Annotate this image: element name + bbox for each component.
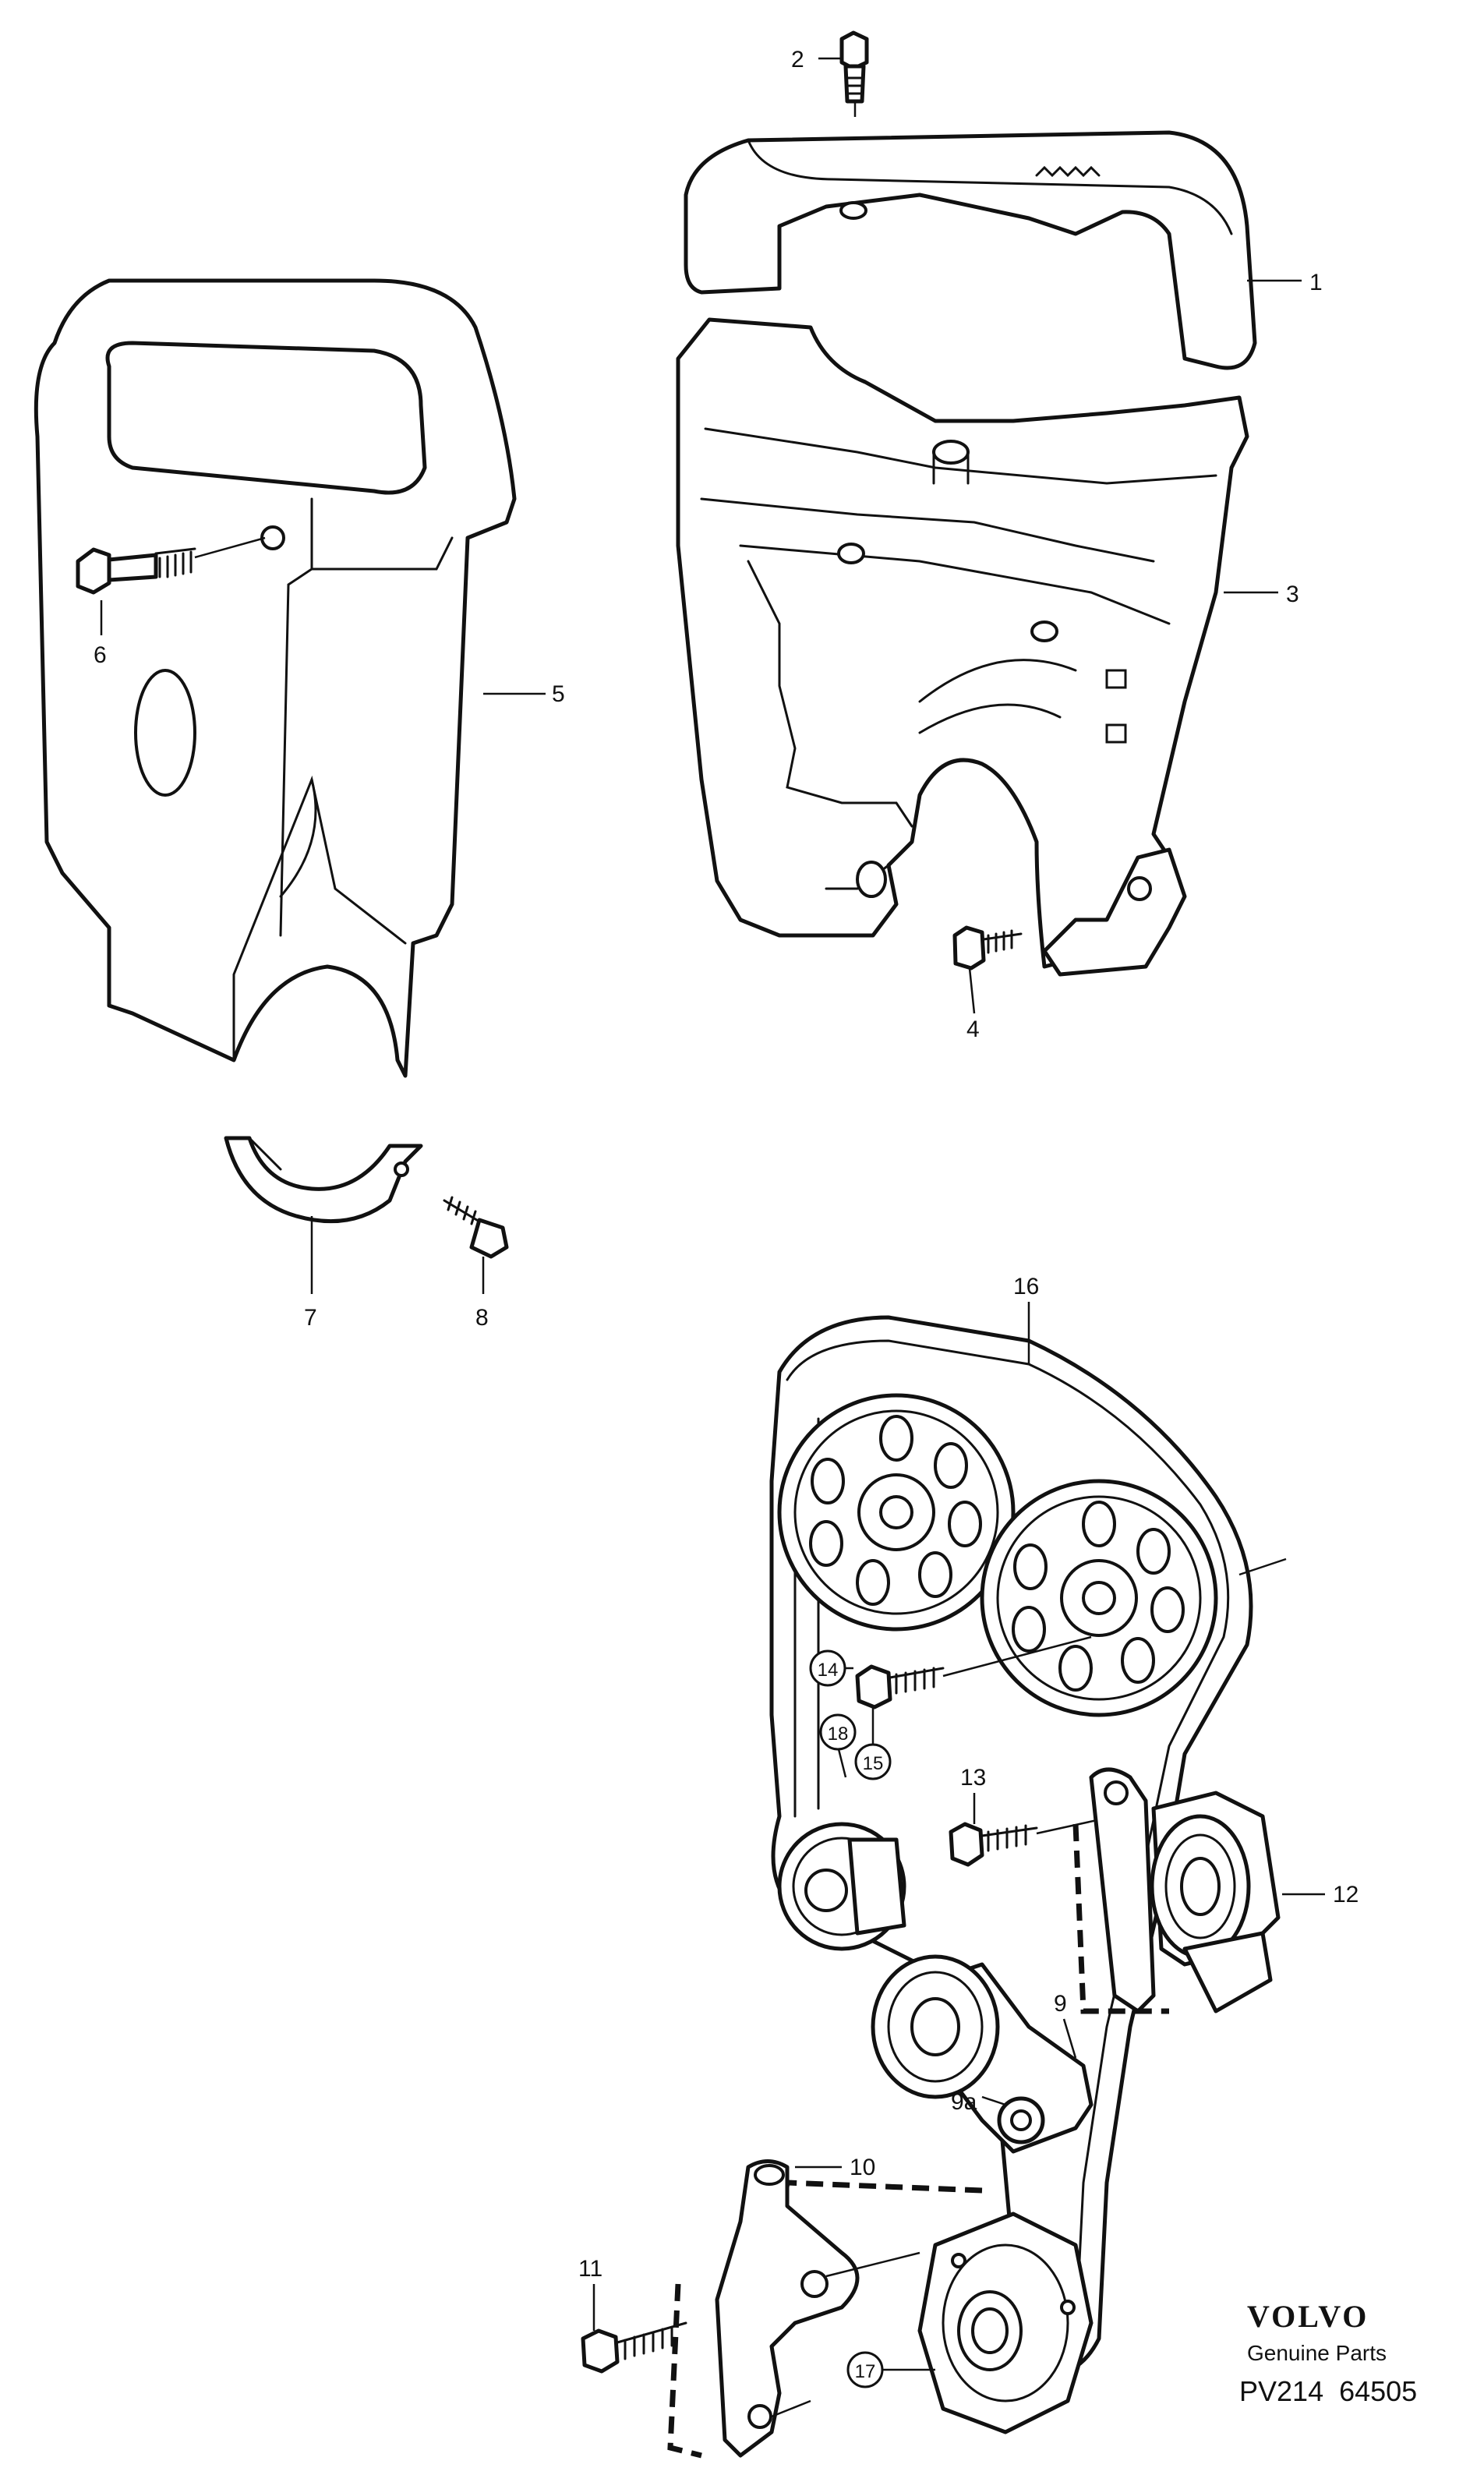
bolt-15 <box>855 1635 1092 1709</box>
bolt-8 <box>443 1196 509 1259</box>
callout-13: 13 <box>960 1765 986 1791</box>
crankshaft-sprocket-17 <box>917 2212 1094 2434</box>
callout-10: 10 <box>850 2155 875 2180</box>
callout-3: 3 <box>1286 582 1299 607</box>
bolt-6 <box>76 536 266 595</box>
tensioner-arm-10 <box>715 2159 920 2458</box>
leader-lines <box>100 57 1325 2371</box>
upper-cover <box>684 130 1257 370</box>
lower-cover-segment <box>224 1136 423 1224</box>
callout-2: 2 <box>791 47 804 72</box>
tensioner-pulley-9 <box>871 1954 1094 2154</box>
callout-labels: 1 2 3 4 5 6 7 8 16 12 13 9 9a 10 11 14 1… <box>94 47 1359 2388</box>
callout-9a: 9a <box>951 2089 977 2115</box>
callout-11: 11 <box>578 2256 602 2282</box>
callout-8: 8 <box>475 1305 489 1331</box>
callout-15: 15 <box>863 1753 884 1774</box>
callout-12: 12 <box>1333 1882 1359 1907</box>
idler-pulley-12 <box>1150 1791 1281 2014</box>
brand-block: VOLVO Genuine Parts PV214 64505 <box>1239 2299 1417 2407</box>
bolt-2 <box>839 30 869 117</box>
bolt-11 <box>581 2321 687 2374</box>
callout-16: 16 <box>1013 1274 1039 1299</box>
inner-timing-cover <box>676 317 1249 977</box>
callout-1: 1 <box>1309 270 1323 295</box>
callout-5: 5 <box>552 681 565 707</box>
callout-14: 14 <box>818 1660 839 1681</box>
illustration-code: PV214 64505 <box>1239 2375 1417 2407</box>
bolt-4 <box>952 925 1023 1014</box>
volvo-logo-text: VOLVO <box>1247 2299 1369 2334</box>
genuine-parts-label: Genuine Parts <box>1247 2341 1387 2365</box>
callout-6: 6 <box>94 642 107 668</box>
callout-4: 4 <box>966 1016 980 1042</box>
callout-17: 17 <box>855 2361 876 2382</box>
callout-7: 7 <box>304 1305 317 1331</box>
camshaft-sprocket-left <box>777 1393 1016 1632</box>
bolt-13 <box>949 1815 1115 1867</box>
intermediate-sprocket <box>777 1822 906 1951</box>
outer-timing-cover <box>34 278 517 1078</box>
callout-9: 9 <box>1054 1991 1067 2017</box>
callout-18: 18 <box>828 1724 849 1745</box>
camshaft-sprocket-right <box>980 1479 1218 1717</box>
